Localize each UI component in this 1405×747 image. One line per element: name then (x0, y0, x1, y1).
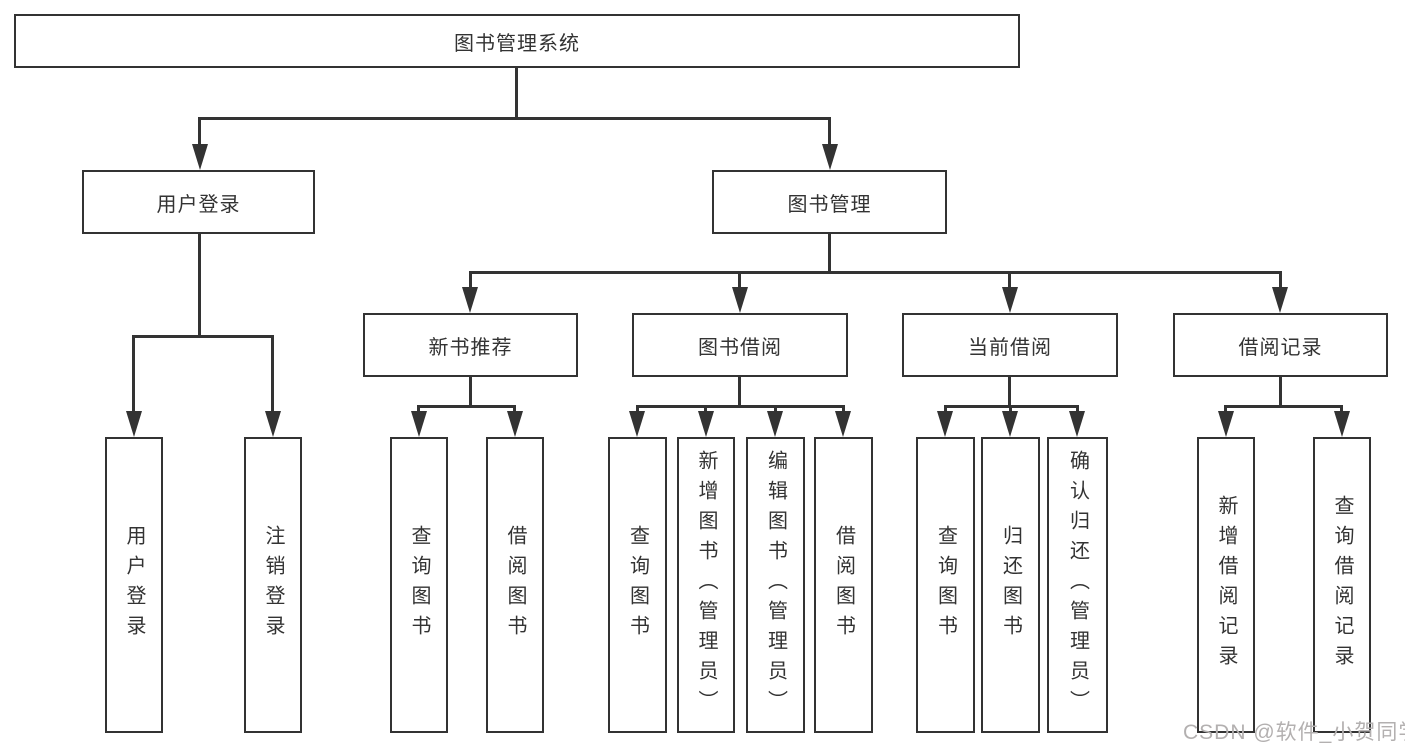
connector-stem (1008, 377, 1011, 408)
arrow-down-icon (265, 411, 281, 437)
arrow-down-icon (1218, 411, 1234, 437)
arrow-down-icon (411, 411, 427, 437)
connector-rail (469, 271, 1282, 274)
leaf-label: 查询图书 (934, 525, 957, 645)
leaf-label: 用户登录 (123, 525, 145, 645)
leaf-confirm-return-admin: 确认归还（管理员） (1047, 437, 1108, 733)
connector-stem (828, 234, 831, 274)
leaf-label: 编辑图书（管理员） (764, 450, 787, 720)
leaf-edit-book-admin: 编辑图书（管理员） (746, 437, 805, 733)
connector-drop (1076, 405, 1079, 413)
node-current-borrow: 当前借阅 (902, 313, 1118, 377)
connector-drop (132, 335, 135, 412)
node-new-book-recommend: 新书推荐 (363, 313, 578, 377)
connector-stem (198, 234, 201, 338)
leaf-add-book-admin: 新增图书（管理员） (677, 437, 735, 733)
leaf-label: 借阅图书 (504, 525, 526, 645)
connector-rail (636, 405, 845, 408)
connector-stem (738, 377, 741, 408)
connector-rail (1224, 405, 1343, 408)
leaf-borrow-books-recommend: 借阅图书 (486, 437, 544, 733)
node-borrow-records: 借阅记录 (1173, 313, 1388, 377)
leaf-label: 新增借阅记录 (1215, 495, 1237, 675)
connector-drop (271, 335, 274, 412)
leaf-label: 归还图书 (999, 525, 1022, 645)
connector-drop (1224, 405, 1227, 413)
leaf-query-books-current: 查询图书 (916, 437, 975, 733)
arrow-down-icon (1334, 411, 1350, 437)
arrow-down-icon (192, 144, 208, 170)
connector-stem (1279, 377, 1282, 408)
connector-drop (1279, 271, 1282, 290)
connector-rail (417, 405, 516, 408)
node-book-management: 图书管理 (712, 170, 947, 234)
connector-drop (828, 117, 831, 146)
connector-drop (944, 405, 947, 413)
leaf-label: 新增图书（管理员） (695, 450, 717, 720)
connector-drop (774, 405, 777, 413)
arrow-down-icon (822, 144, 838, 170)
leaf-label: 查询图书 (626, 525, 649, 645)
connector-drop (738, 271, 741, 290)
arrow-down-icon (732, 287, 748, 313)
connector-drop (1340, 405, 1343, 413)
connector-stem (469, 377, 472, 408)
leaf-query-books-borrow: 查询图书 (608, 437, 667, 733)
connector-drop (636, 405, 639, 413)
arrow-down-icon (126, 411, 142, 437)
arrow-down-icon (1002, 411, 1018, 437)
arrow-down-icon (835, 411, 851, 437)
leaf-logout: 注销登录 (244, 437, 302, 733)
arrow-down-icon (1069, 411, 1085, 437)
node-library-system: 图书管理系统 (14, 14, 1020, 68)
leaf-label: 查询图书 (408, 525, 430, 645)
leaf-user-login: 用户登录 (105, 437, 163, 733)
arrow-down-icon (629, 411, 645, 437)
connector-drop (513, 405, 516, 413)
connector-drop (842, 405, 845, 413)
connector-stem (515, 68, 518, 120)
connector-drop (1009, 405, 1012, 413)
node-user-login: 用户登录 (82, 170, 315, 234)
csdn-watermark: CSDN @软件_小贺同学 (1183, 721, 1405, 744)
connector-drop (1008, 271, 1011, 290)
arrow-down-icon (937, 411, 953, 437)
arrow-down-icon (1272, 287, 1288, 313)
connector-rail (132, 335, 274, 338)
arrow-down-icon (767, 411, 783, 437)
leaf-query-borrow-record: 查询借阅记录 (1313, 437, 1371, 733)
leaf-label: 确认归还（管理员） (1066, 450, 1089, 720)
arrow-down-icon (507, 411, 523, 437)
arrow-down-icon (1002, 287, 1018, 313)
leaf-label: 注销登录 (262, 525, 284, 645)
connector-drop (198, 117, 201, 146)
connector-drop (417, 405, 420, 413)
leaf-borrow-books: 借阅图书 (814, 437, 873, 733)
connector-rail (198, 117, 831, 120)
arrow-down-icon (462, 287, 478, 313)
node-book-borrow: 图书借阅 (632, 313, 848, 377)
leaf-query-books-recommend: 查询图书 (390, 437, 448, 733)
connector-drop (704, 405, 707, 413)
connector-drop (469, 271, 472, 290)
leaf-add-borrow-record: 新增借阅记录 (1197, 437, 1255, 733)
leaf-label: 查询借阅记录 (1331, 495, 1353, 675)
arrow-down-icon (698, 411, 714, 437)
leaf-return-book: 归还图书 (981, 437, 1040, 733)
leaf-label: 借阅图书 (832, 525, 855, 645)
